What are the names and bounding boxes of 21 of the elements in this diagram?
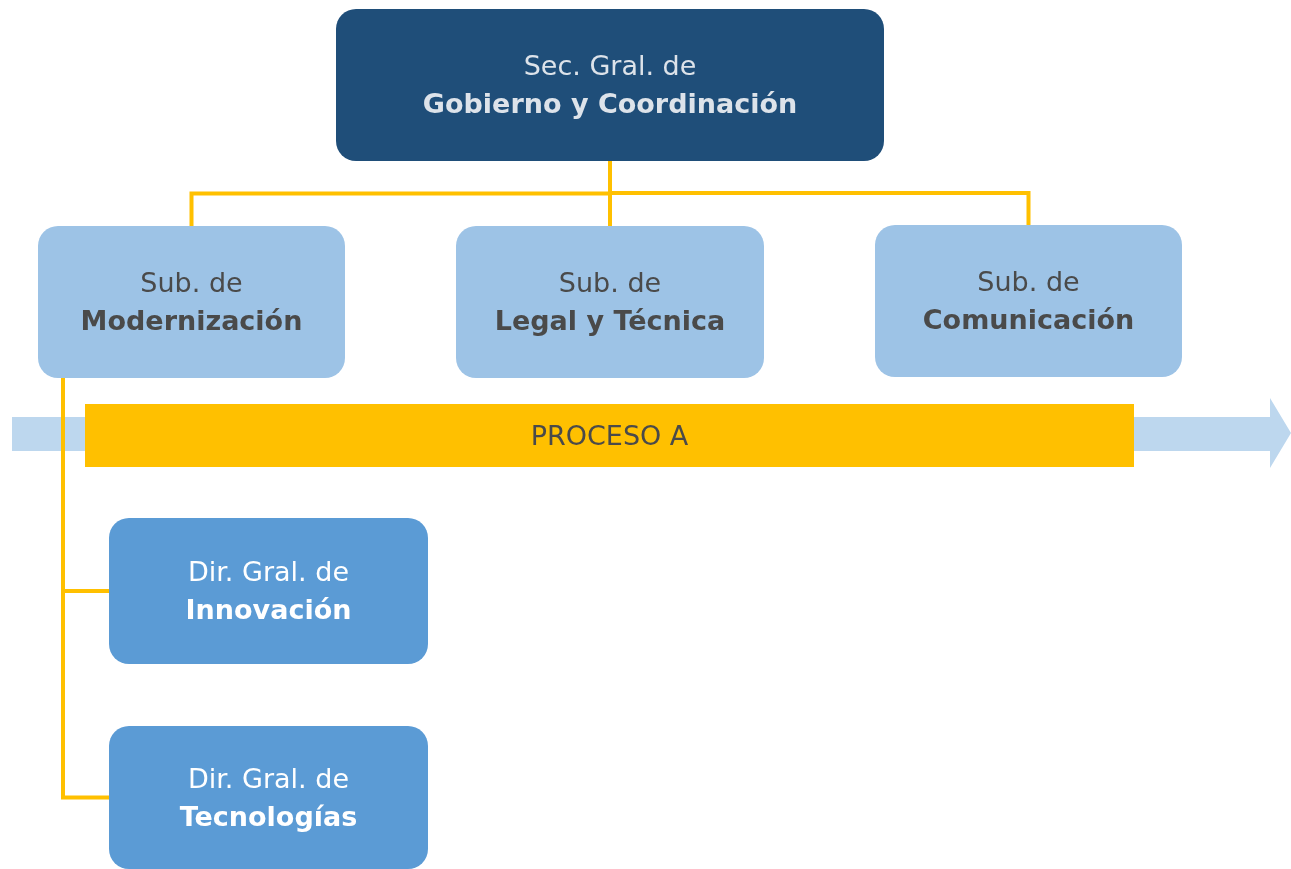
unit-name: Innovación (185, 593, 352, 627)
org-box (38, 226, 345, 378)
process-bar (85, 404, 1134, 467)
unit-rank: Sec. Gral. de (523, 49, 697, 83)
unit-name: Legal y Técnica (494, 304, 726, 338)
unit-name: Tecnologías (179, 799, 358, 834)
process-label: PROCESO A (530, 418, 689, 453)
unit-rank: Dir. Gral. de (187, 761, 350, 796)
unit-name: Modernización (80, 304, 303, 338)
unit-rank: Sub. de (558, 266, 662, 300)
org-box (109, 518, 428, 664)
unit-rank: Sub. de (140, 266, 243, 300)
unit-name: Comunicación (922, 303, 1135, 337)
org-box (336, 9, 884, 161)
unit-rank: Dir. Gral. de (187, 555, 350, 589)
connector-line (608, 161, 1031, 225)
unit-name: Gobierno y Coordinación (422, 87, 798, 121)
org-box (456, 226, 764, 378)
unit-rank: Sub. de (977, 265, 1080, 299)
org-box (875, 225, 1182, 377)
org-box (109, 726, 428, 869)
